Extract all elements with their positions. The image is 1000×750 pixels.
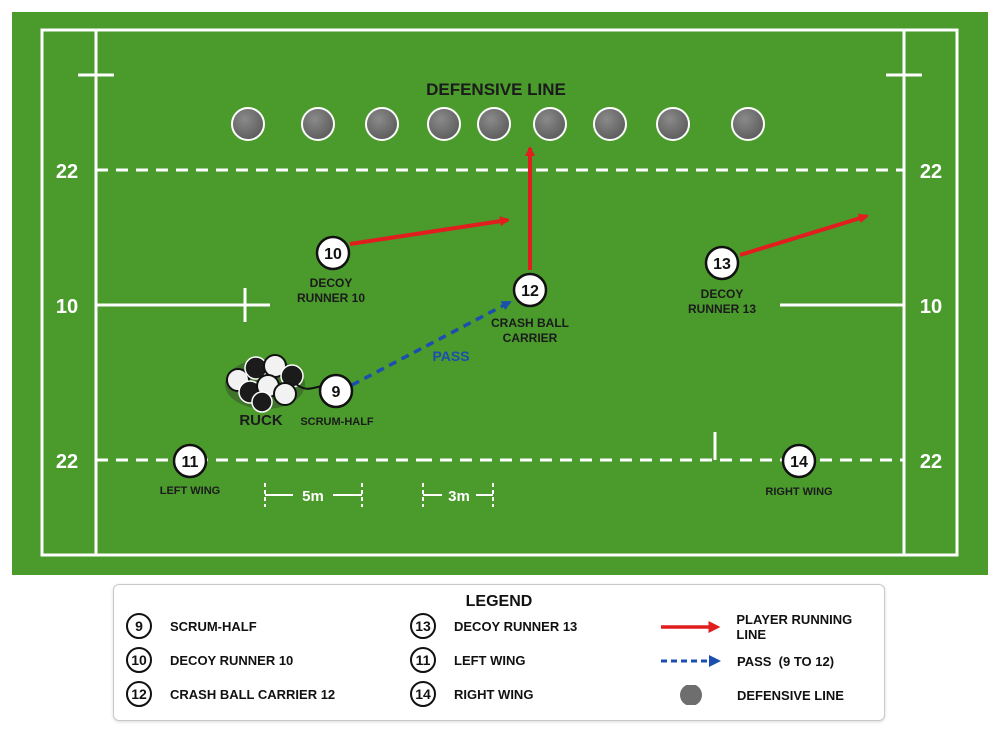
defender bbox=[593, 107, 627, 141]
legend-title: LEGEND bbox=[465, 593, 533, 610]
ruck bbox=[225, 354, 323, 413]
legend-defense: DEFENSIVE LINE bbox=[659, 680, 844, 710]
defender bbox=[731, 107, 765, 141]
defenders bbox=[231, 107, 765, 141]
ruck-label: RUCK bbox=[239, 412, 282, 429]
run-arrow-10 bbox=[349, 216, 510, 246]
legend-item-14: 14 RIGHT WING bbox=[410, 679, 533, 709]
label-22-left-bottom: 22 bbox=[56, 451, 78, 473]
grass bbox=[12, 12, 988, 575]
defender bbox=[231, 107, 265, 141]
svg-text:11: 11 bbox=[182, 454, 199, 471]
player-9-label: SCRUM-HALF bbox=[300, 416, 374, 428]
rugby-pitch: 22 22 10 10 22 22 5m 3m DEFENSIVE LINE P… bbox=[12, 12, 988, 575]
svg-text:RUNNER 10: RUNNER 10 bbox=[297, 291, 365, 305]
svg-text:RUNNER 13: RUNNER 13 bbox=[688, 302, 756, 316]
defender bbox=[533, 107, 567, 141]
defender bbox=[301, 107, 335, 141]
distance-5m: 5m bbox=[264, 483, 363, 507]
red-arrow-icon bbox=[660, 621, 721, 633]
label-22-left-top: 22 bbox=[56, 161, 78, 183]
svg-text:5m: 5m bbox=[302, 488, 324, 505]
svg-text:13: 13 bbox=[713, 256, 731, 273]
svg-text:12: 12 bbox=[521, 283, 539, 300]
defender bbox=[365, 107, 399, 141]
svg-text:CARRIER: CARRIER bbox=[503, 331, 558, 345]
svg-text:RIGHT WING: RIGHT WING bbox=[765, 486, 832, 498]
distance-3m: 3m bbox=[422, 483, 494, 507]
svg-text:3m: 3m bbox=[448, 488, 470, 505]
legend-item-10: 10 DECOY RUNNER 10 bbox=[126, 645, 293, 675]
legend-run-line: PLAYER RUNNING LINE bbox=[659, 612, 884, 642]
player-9: 9 SCRUM-HALF bbox=[300, 373, 374, 428]
legend-pass: PASS (9 TO 12) bbox=[659, 646, 834, 676]
defensive-line-title: DEFENSIVE LINE bbox=[426, 80, 566, 99]
player-12: 12 CRASH BALL CARRIER bbox=[491, 272, 569, 345]
legend-item-13: 13 DECOY RUNNER 13 bbox=[410, 611, 577, 641]
pass-label: PASS bbox=[432, 348, 469, 364]
label-10-right: 10 bbox=[920, 296, 942, 318]
svg-text:14: 14 bbox=[790, 454, 808, 471]
svg-text:10: 10 bbox=[324, 246, 342, 263]
defender-icon bbox=[680, 685, 702, 705]
pitch-boundary bbox=[40, 28, 959, 557]
label-22-right-bottom: 22 bbox=[920, 451, 942, 473]
svg-text:DECOY: DECOY bbox=[310, 276, 353, 290]
defender bbox=[477, 107, 511, 141]
legend-item-9: 9 SCRUM-HALF bbox=[126, 611, 257, 641]
run-arrow-13 bbox=[739, 213, 869, 257]
player-9-number: 9 bbox=[332, 384, 341, 401]
legend-item-12: 12 CRASH BALL CARRIER 12 bbox=[126, 679, 335, 709]
player-10: 10 DECOY RUNNER 10 bbox=[297, 235, 365, 305]
pass-arrow bbox=[351, 300, 512, 387]
player-14: 14 RIGHT WING bbox=[765, 443, 833, 498]
defender bbox=[656, 107, 690, 141]
defender bbox=[427, 107, 461, 141]
svg-text:DECOY: DECOY bbox=[701, 287, 744, 301]
blue-dashed-arrow-icon bbox=[661, 655, 721, 667]
player-13: 13 DECOY RUNNER 13 bbox=[688, 245, 756, 316]
legend: LEGEND 9 SCRUM-HALF 10 DECOY RUNNER 10 1… bbox=[113, 584, 885, 721]
player-11: 11 LEFT WING bbox=[160, 443, 221, 497]
svg-text:CRASH BALL: CRASH BALL bbox=[491, 316, 569, 330]
svg-text:LEFT WING: LEFT WING bbox=[160, 485, 221, 497]
legend-item-11: 11 LEFT WING bbox=[410, 645, 526, 675]
label-22-right-top: 22 bbox=[920, 161, 942, 183]
label-10-left: 10 bbox=[56, 296, 78, 318]
